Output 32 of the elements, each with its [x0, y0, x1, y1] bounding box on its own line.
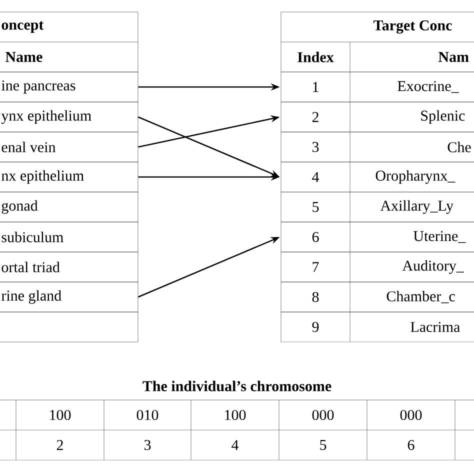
table-cell: 5	[320, 440, 326, 450]
table-title: The individual’s chromosome	[142, 380, 332, 392]
table-cell: 100	[50, 410, 71, 420]
table-cell: rine gland	[0, 282, 138, 312]
table-cell: subiculum	[0, 222, 138, 252]
table-row: 6 Uterine_	[280, 222, 474, 252]
table-row: 8 Chamber_c	[280, 282, 474, 312]
header-cell: Nam	[438, 52, 469, 62]
header-cell: Name	[5, 52, 42, 62]
table-row: 4 Oropharynx_	[280, 162, 474, 192]
table-cell: 100	[225, 410, 246, 420]
table-cell: 4	[232, 440, 239, 450]
table-cell: 010	[136, 410, 158, 420]
table-cell: ortal triad	[0, 252, 138, 282]
table-cell: 000	[312, 410, 334, 420]
table-row: 1 Exocrine_	[280, 72, 474, 102]
table-row: 9 Lacrima	[280, 312, 474, 342]
table-cell: ynx epithelium	[0, 102, 138, 132]
table-cell: 000	[400, 410, 422, 420]
table-cell: nx epithelium	[0, 162, 138, 192]
table-cell: 2	[56, 440, 63, 450]
table-row: 5 Axillary_Ly	[280, 192, 474, 222]
table-cell: 3	[144, 440, 151, 450]
empty-cell	[0, 312, 138, 342]
header-cell: Index	[298, 42, 350, 72]
table-cell: 6	[408, 440, 414, 450]
table-row: 2 Splenic	[280, 102, 474, 132]
table-row: 7 Auditory_	[280, 252, 474, 282]
table-cell: ine pancreas	[0, 72, 138, 102]
table-cell: gonad	[0, 192, 138, 222]
table-row: 3 Che	[280, 132, 474, 162]
table-cell: enal vein	[0, 132, 138, 162]
